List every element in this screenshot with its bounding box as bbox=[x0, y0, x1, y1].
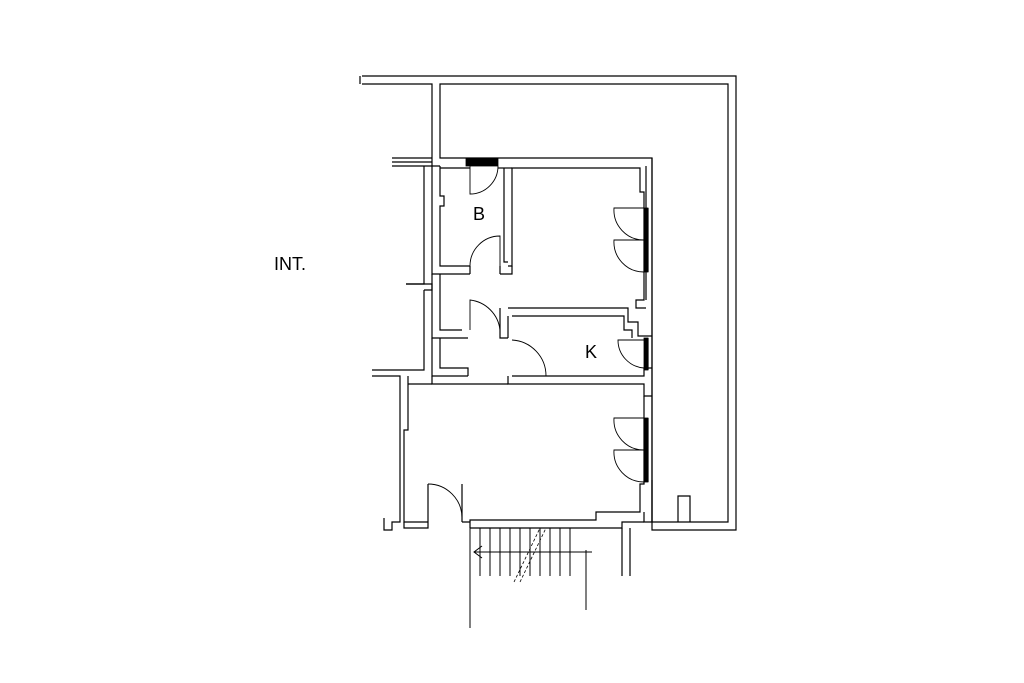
door-entrance bbox=[427, 483, 463, 519]
living-room-walls bbox=[403, 383, 653, 529]
stair-direction-arrow bbox=[473, 545, 592, 559]
corridor-walls bbox=[431, 274, 652, 397]
door-corridor bbox=[469, 299, 501, 331]
doors bbox=[427, 165, 645, 519]
column-bumps bbox=[621, 495, 691, 576]
door-bathroom-window bbox=[469, 165, 499, 195]
label-room-k: K bbox=[585, 342, 597, 362]
outer-perimeter-wall bbox=[359, 75, 737, 531]
door-bathroom bbox=[469, 235, 501, 267]
label-interior: INT. bbox=[274, 254, 306, 274]
left-shaft-walls bbox=[372, 157, 433, 531]
staircase bbox=[469, 527, 592, 628]
door-living-casement bbox=[613, 417, 645, 483]
windows bbox=[465, 157, 649, 483]
door-bedroom-casement bbox=[613, 207, 645, 273]
label-room-b: B bbox=[473, 204, 485, 224]
door-kitchen bbox=[511, 339, 547, 377]
door-kitchen-casement bbox=[617, 339, 645, 369]
